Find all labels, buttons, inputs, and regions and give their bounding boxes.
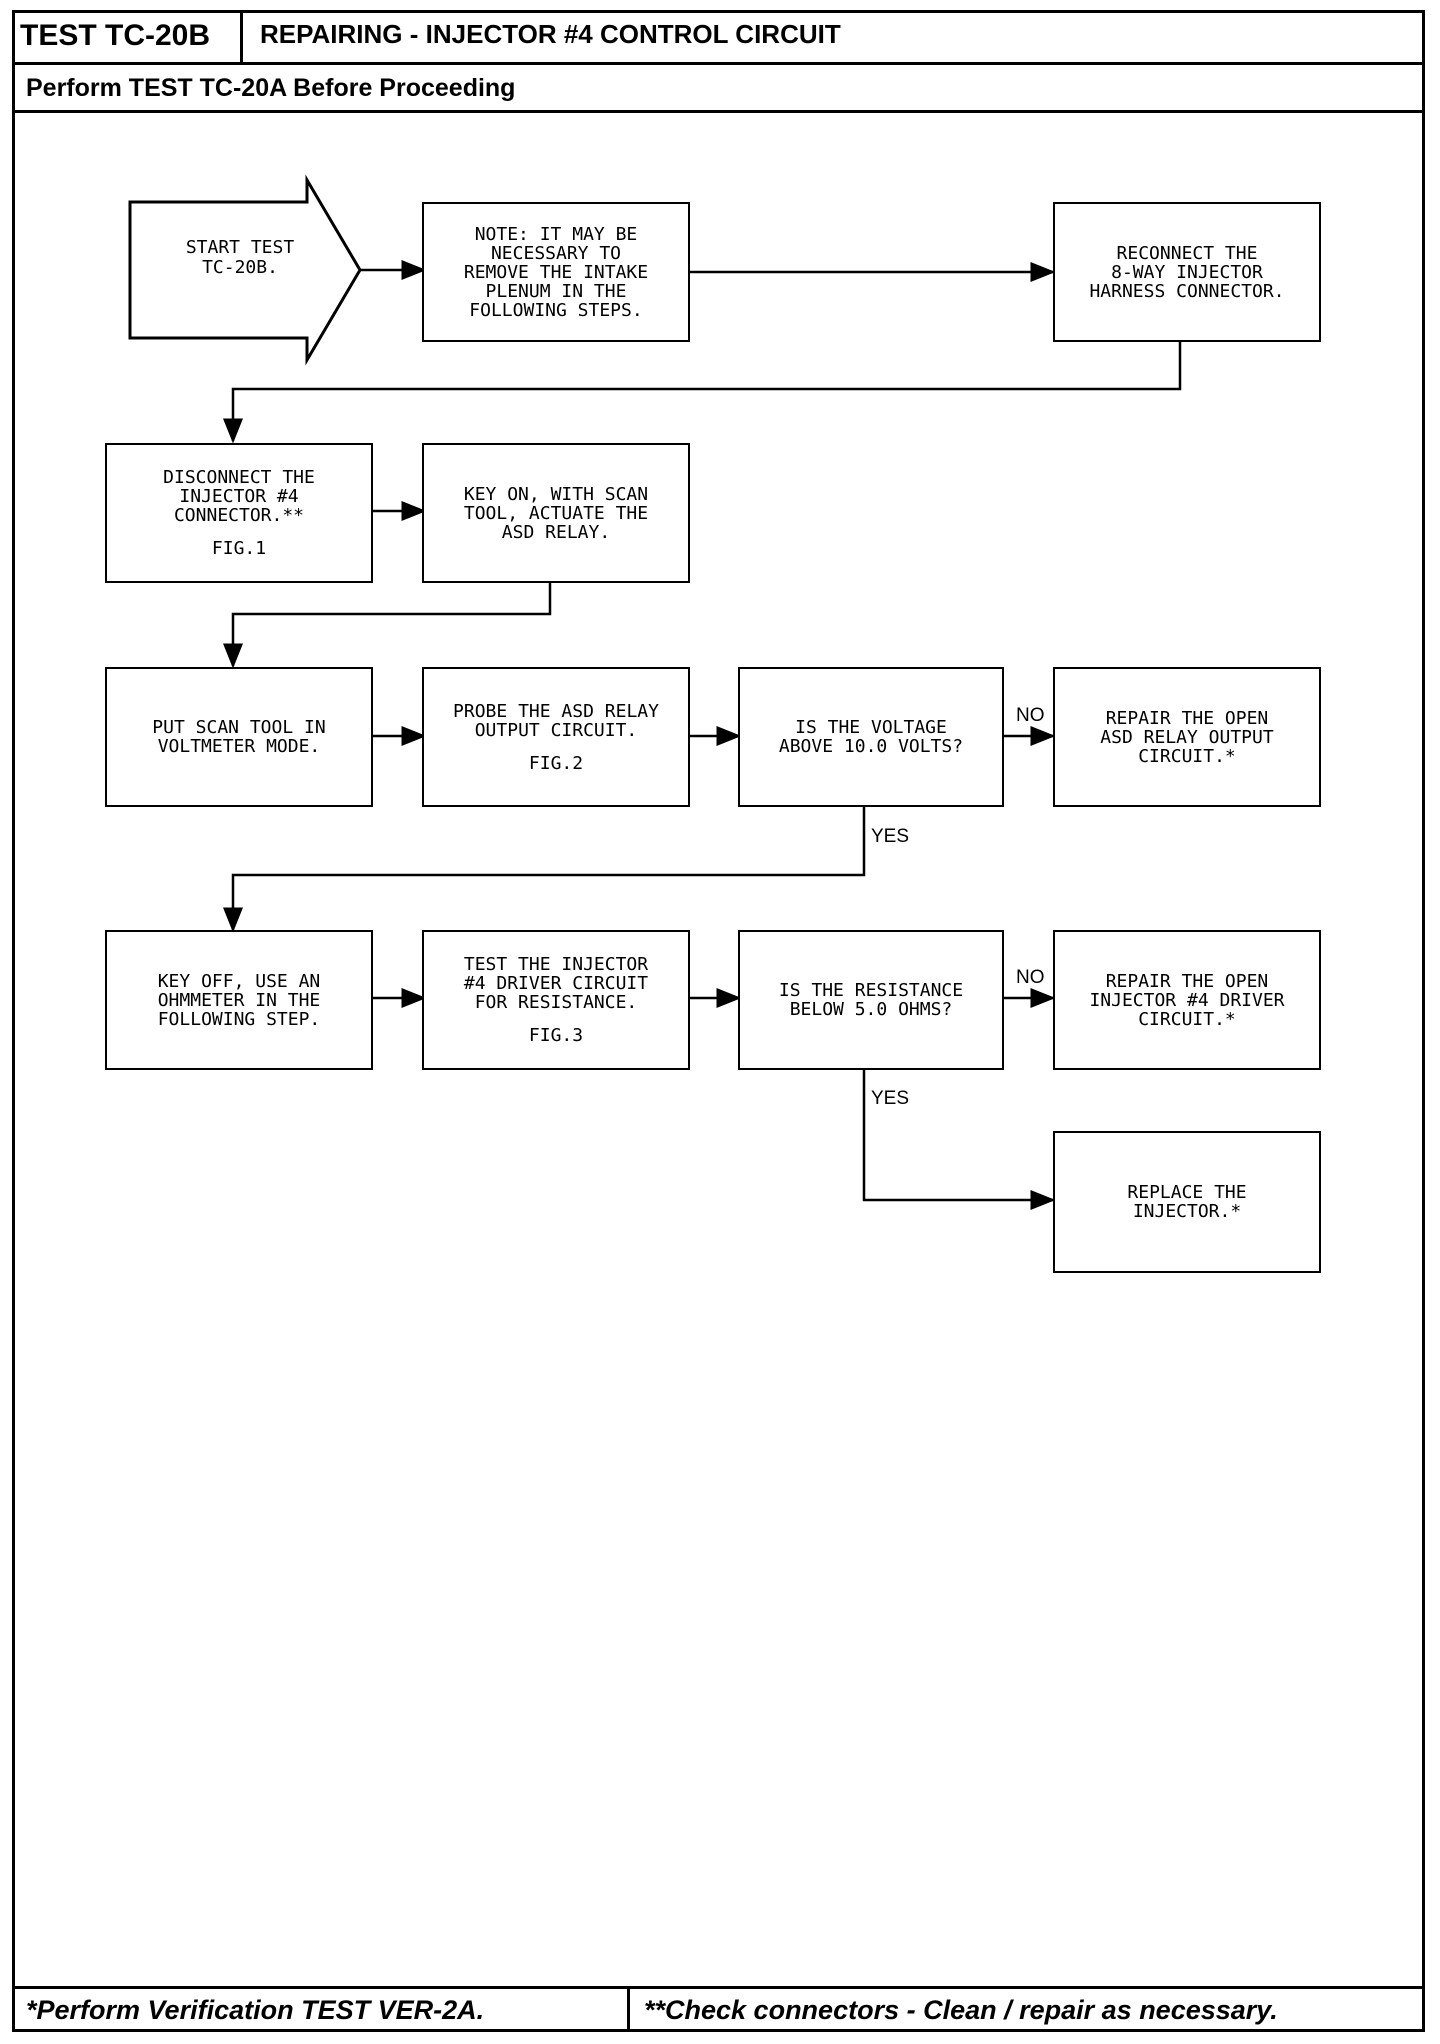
replace-injector-box: REPLACE THE INJECTOR.* xyxy=(1053,1131,1321,1273)
disconnect-box: DISCONNECT THE INJECTOR #4 CONNECTOR.** … xyxy=(105,443,373,583)
key-on-box: KEY ON, WITH SCAN TOOL, ACTUATE THE ASD … xyxy=(422,443,690,583)
voltage-question-box: IS THE VOLTAGE ABOVE 10.0 VOLTS? xyxy=(738,667,1004,807)
repair-asd-box: REPAIR THE OPEN ASD RELAY OUTPUT CIRCUIT… xyxy=(1053,667,1321,807)
no-label-voltage: NO xyxy=(1016,705,1045,726)
footer-connector-note: **Check connectors - Clean / repair as n… xyxy=(644,1995,1278,2025)
probe-text: PROBE THE ASD RELAY OUTPUT CIRCUIT. xyxy=(453,700,659,741)
fig-2-label: FIG.2 xyxy=(528,752,584,774)
start-arrow-shape xyxy=(128,174,362,366)
key-off-box: KEY OFF, USE AN OHMMETER IN THE FOLLOWIN… xyxy=(105,930,373,1070)
no-label-resistance: NO xyxy=(1016,967,1045,988)
put-scan-tool-box: PUT SCAN TOOL IN VOLTMETER MODE. xyxy=(105,667,373,807)
resistance-question-box: IS THE RESISTANCE BELOW 5.0 OHMS? xyxy=(738,930,1004,1070)
probe-box: PROBE THE ASD RELAY OUTPUT CIRCUIT. FIG.… xyxy=(422,667,690,807)
test-id: TEST TC-20B xyxy=(12,10,243,62)
yes-label-resistance: YES xyxy=(871,1088,910,1109)
fig-1-label: FIG.1 xyxy=(211,538,267,559)
fig-3-label: FIG.3 xyxy=(528,1025,584,1046)
test-driver-box: TEST THE INJECTOR #4 DRIVER CIRCUIT FOR … xyxy=(422,930,690,1070)
subheader: Perform TEST TC-20A Before Proceeding xyxy=(12,65,1425,113)
reconnect-box: RECONNECT THE 8-WAY INJECTOR HARNESS CON… xyxy=(1053,202,1321,342)
footer-verification-note: *Perform Verification TEST VER-2A. xyxy=(12,1989,630,2032)
footer-bar: *Perform Verification TEST VER-2A. **Che… xyxy=(12,1986,1425,2032)
disconnect-text: DISCONNECT THE INJECTOR #4 CONNECTOR.** xyxy=(163,467,315,526)
repair-driver-box: REPAIR THE OPEN INJECTOR #4 DRIVER CIRCU… xyxy=(1053,930,1321,1070)
test-driver-text: TEST THE INJECTOR #4 DRIVER CIRCUIT FOR … xyxy=(463,954,649,1013)
page-frame xyxy=(12,10,1425,2032)
test-title: REPAIRING - INJECTOR #4 CONTROL CIRCUIT xyxy=(260,19,841,49)
yes-label-voltage: YES xyxy=(871,826,910,847)
start-test-label: START TEST TC-20B. xyxy=(185,237,295,278)
note-box: NOTE: IT MAY BE NECESSARY TO REMOVE THE … xyxy=(422,202,690,342)
header-bar: TEST TC-20B REPAIRING - INJECTOR #4 CONT… xyxy=(12,10,1425,65)
